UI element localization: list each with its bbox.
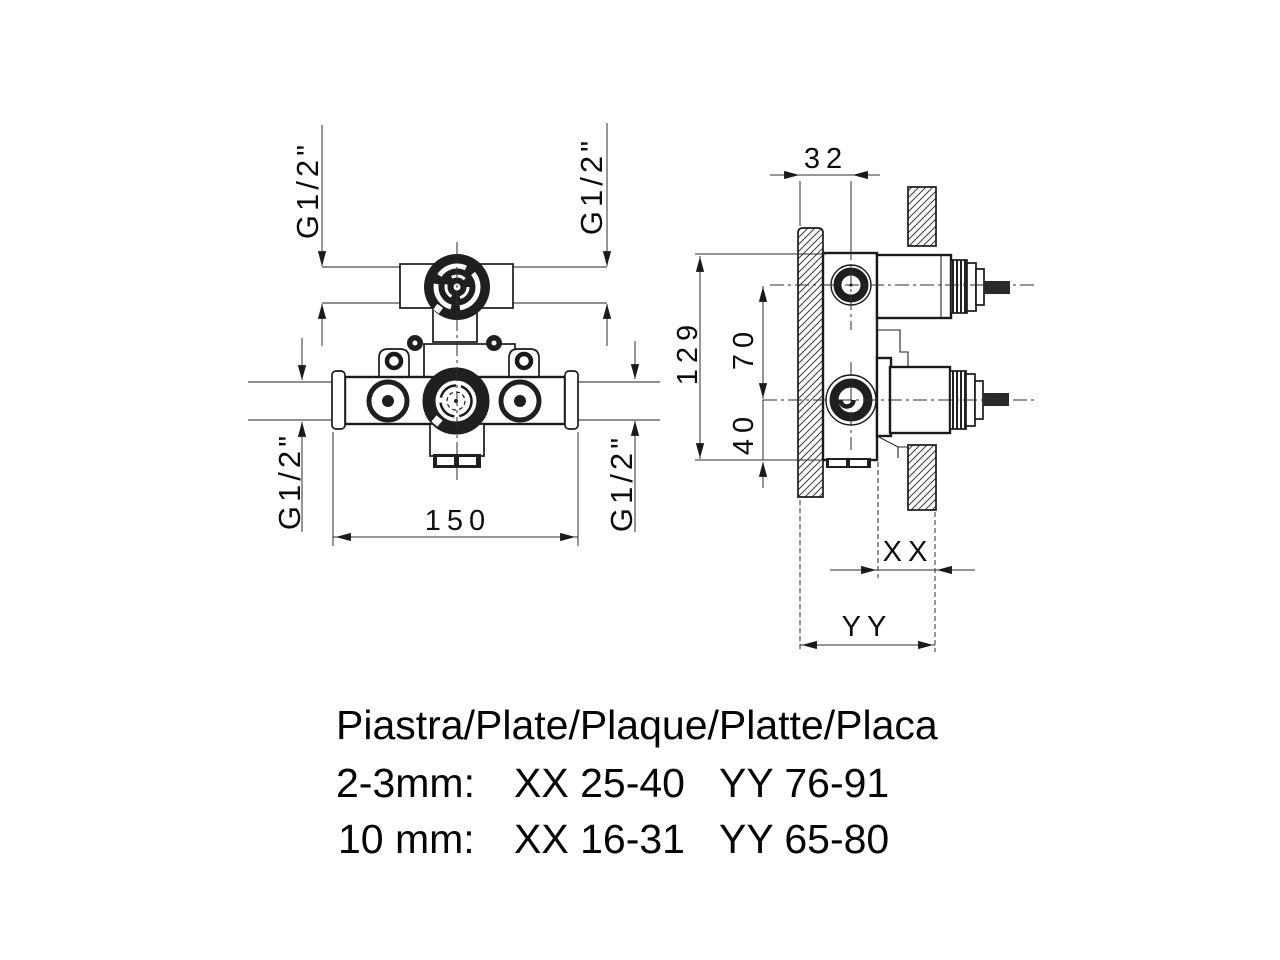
front-view-dimensions [297, 123, 640, 546]
central-cartridge [422, 367, 490, 435]
width-dimension-label: 150 [425, 505, 491, 537]
left-end-cap [331, 370, 346, 430]
thread-label-top-left: G1/2" [290, 141, 325, 239]
height-dimension-label: 129 [672, 319, 704, 385]
wall-section-top [907, 186, 937, 247]
thread-label-bottom-right: G1/2" [604, 434, 639, 532]
depth-dimension-label: 32 [804, 143, 848, 175]
finished-wall-plate [797, 227, 824, 498]
plate-note-row2-xx: XX 16-31 [514, 816, 685, 862]
side-foot-pads [826, 458, 871, 468]
step-bracket [876, 318, 909, 367]
screw-boss-right [486, 335, 502, 351]
plate-note-row2-thickness: 10 mm: [338, 816, 475, 862]
plate-note-row1-xx: XX 25-40 [514, 760, 685, 806]
mounting-ear-left [378, 348, 410, 377]
side-view-dimensions [695, 170, 975, 652]
bottom-supply-pipes [248, 381, 660, 421]
port-spacing-dimension-label: 70 [728, 326, 760, 370]
top-cartridge [875, 253, 1010, 320]
plate-note-row2-yy: YY 65-80 [719, 816, 890, 862]
bottom-offset-dimension-label: 40 [728, 411, 760, 455]
yy-dimension-label: YY [842, 611, 893, 643]
thread-label-bottom-left: G1/2" [272, 432, 307, 530]
screw-boss-left [407, 335, 423, 351]
plate-note-row1-yy: YY 76-91 [719, 760, 890, 806]
bottom-chamfer [876, 435, 908, 458]
plate-note-row1-thickness: 2-3mm: [336, 760, 475, 806]
thread-label-top-right: G1/2" [574, 137, 609, 235]
xx-dimension-label: XX [883, 536, 934, 568]
mounting-ear-right [508, 348, 540, 377]
right-end-cap [564, 370, 579, 430]
front-view: G1/2" G1/2" G1/2" G1/2" 150 [248, 123, 660, 546]
side-view: 32 129 70 40 XX YY [672, 143, 1035, 652]
side-port-left [366, 379, 410, 423]
wall-section-bottom [907, 444, 937, 511]
lower-cartridge [875, 356, 1009, 438]
side-port-right [498, 379, 542, 423]
plate-note-title: Piastra/Plate/Plaque/Platte/Placa [336, 702, 938, 748]
top-cartridge-stem [984, 281, 1010, 294]
